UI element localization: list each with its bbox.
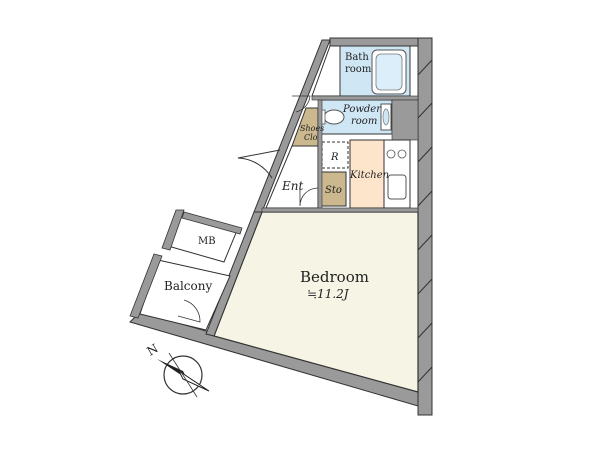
entrance-label: Ent xyxy=(281,179,303,193)
refrigerator-space xyxy=(321,141,349,169)
storage-label: Sto xyxy=(325,185,342,196)
meter-box-wall xyxy=(181,211,243,235)
interior-wall xyxy=(391,99,419,141)
entrance-door-icon xyxy=(237,149,281,179)
sink-basin-icon xyxy=(382,108,390,126)
refrigerator-label: R xyxy=(330,152,339,163)
meter-box-wall xyxy=(161,209,185,251)
powder-room-label: room xyxy=(351,116,377,127)
bathroom-label: room xyxy=(345,64,372,75)
balcony-label: Balcony xyxy=(164,279,212,293)
interior-wall xyxy=(317,99,323,211)
stove-burner-icon xyxy=(386,149,396,159)
exterior-wall-top xyxy=(329,37,419,47)
interior-wall xyxy=(261,207,419,213)
balcony-door-icon xyxy=(177,299,201,323)
bedroom-size-label: ≒11.2J xyxy=(307,287,350,301)
balcony-rail xyxy=(129,253,163,319)
compass-icon xyxy=(157,352,210,398)
door-swing-icon xyxy=(292,95,311,113)
shoes-closet-label: Clo xyxy=(304,133,318,142)
kitchen-label: Kitchen xyxy=(349,170,389,181)
storage-area xyxy=(319,171,347,207)
door-swing-icon xyxy=(299,187,319,207)
exterior-wall-right xyxy=(417,37,433,416)
toilet-icon xyxy=(323,109,345,125)
stove-burner-icon xyxy=(397,149,407,159)
bathroom-label: Bath xyxy=(345,52,369,63)
wall-notches xyxy=(417,59,433,383)
powder-room-label: Powder xyxy=(342,104,382,115)
north-label: N xyxy=(145,341,161,358)
kitchen-sink-icon xyxy=(387,174,407,200)
interior-wall xyxy=(311,95,419,101)
bedroom-label: Bedroom xyxy=(300,268,369,286)
shoes-closet-label: Shoes xyxy=(300,124,324,133)
bathtub-inner-icon xyxy=(375,53,403,91)
meter-box-label: MB xyxy=(198,236,216,247)
